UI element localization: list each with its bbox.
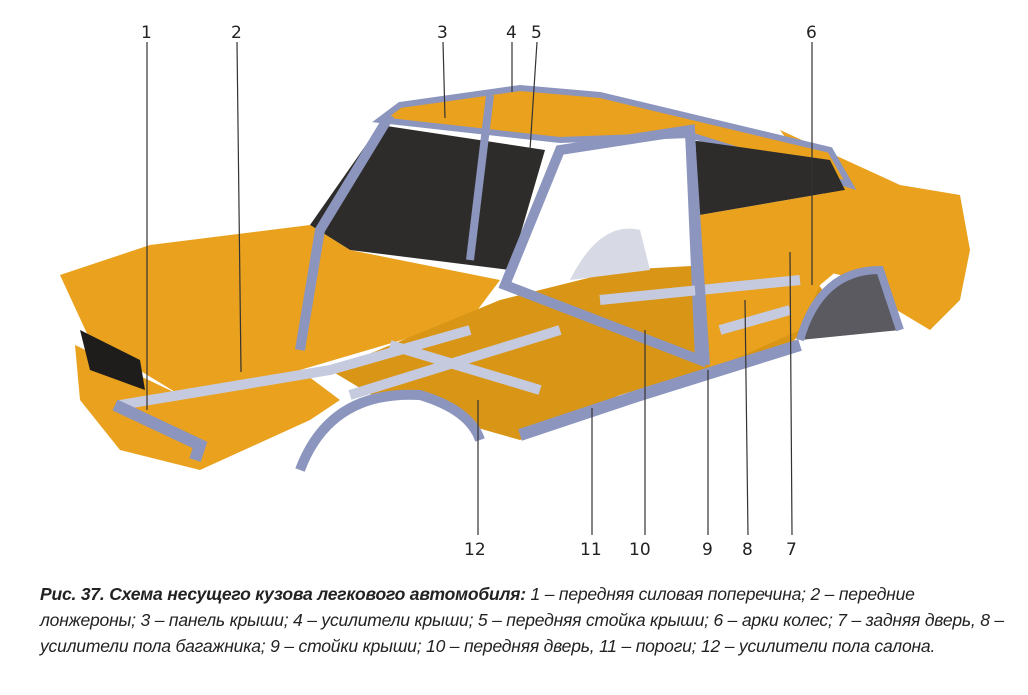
leader-lines [146, 41, 813, 536]
callout-3: 3 [437, 23, 448, 43]
grille-dark [80, 330, 145, 390]
callout-12: 12 [464, 540, 486, 560]
caption-title: Рис. 37. Схема несущего кузова легкового… [40, 584, 526, 604]
figure-caption: Рис. 37. Схема несущего кузова легкового… [40, 581, 1015, 659]
front-pillar [295, 112, 395, 351]
rear-window [690, 140, 845, 215]
rear-wheel-arch [796, 265, 904, 342]
windshield [310, 125, 545, 270]
callout-8: 8 [742, 540, 753, 560]
front-crossmember [112, 399, 208, 462]
callout-11: 11 [580, 540, 602, 560]
callout-5: 5 [531, 23, 542, 43]
hood [60, 225, 500, 395]
car-body-illustration [60, 84, 970, 472]
callout-9: 9 [702, 540, 713, 560]
door-frame [498, 124, 706, 368]
callout-6: 6 [806, 23, 817, 43]
caption-text: 1 – передняя силовая поперечина; 2 – пер… [40, 584, 1004, 656]
car-body-diagram: 1 2 3 4 5 6 12 11 10 9 8 7 [60, 23, 970, 560]
b-pillar [685, 134, 710, 366]
callout-4: 4 [506, 23, 517, 43]
sill [518, 339, 802, 441]
callout-10: 10 [629, 540, 651, 560]
roof-reinforcement [466, 94, 494, 261]
rear-spare-well [570, 228, 650, 280]
callout-2: 2 [231, 23, 242, 43]
front-longeron [119, 325, 472, 410]
callout-1: 1 [141, 23, 152, 43]
front-wheel-arch [295, 389, 485, 472]
callout-7: 7 [786, 540, 797, 560]
